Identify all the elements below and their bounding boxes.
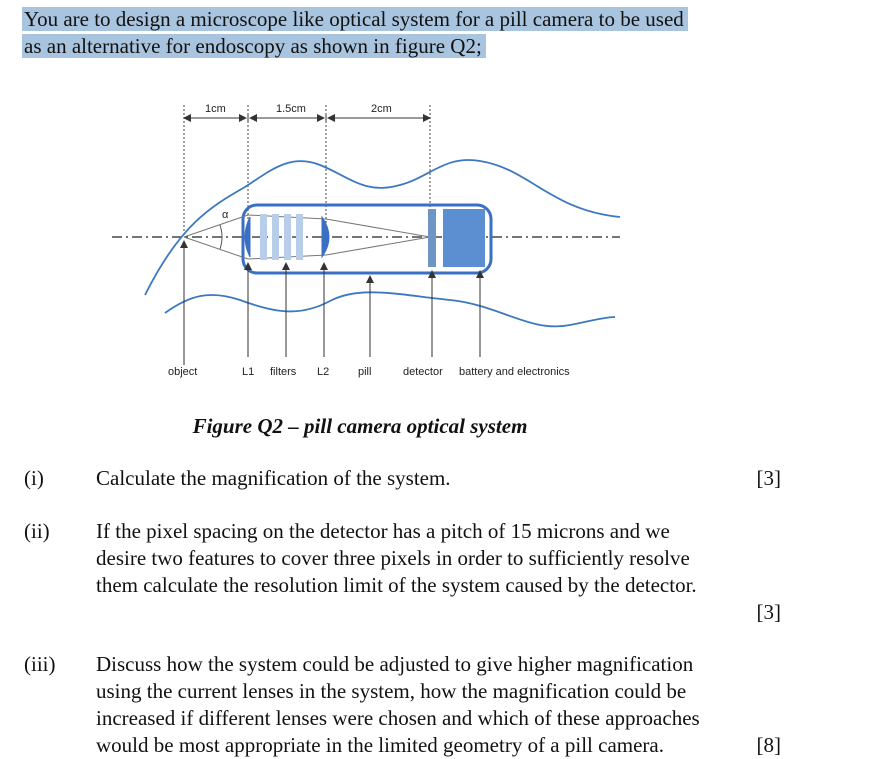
label-detector: detector <box>403 366 443 378</box>
filters <box>260 214 303 260</box>
question-line: using the current lenses in the system, … <box>96 679 687 703</box>
label-object: object <box>168 366 197 378</box>
figure-caption: Figure Q2 – pill camera optical system <box>192 414 528 438</box>
battery-electronics <box>443 209 485 267</box>
label-pill: pill <box>358 366 371 378</box>
question-marks: [8] <box>756 733 782 757</box>
component-pointers <box>180 240 484 365</box>
alpha-arc <box>219 224 223 250</box>
label-l1: L1 <box>242 366 254 378</box>
question-line: would be most appropriate in the limited… <box>96 733 664 757</box>
question-line: them calculate the resolution limit of t… <box>96 573 697 597</box>
intro-line-1: You are to design a microscope like opti… <box>22 7 688 31</box>
tissue-upper <box>144 159 621 296</box>
question-text: Calculate the magnification of the syste… <box>96 466 451 490</box>
question-line: desire two features to cover three pixel… <box>96 546 690 570</box>
question-number: (iii) <box>24 652 56 676</box>
lens-l2 <box>321 215 330 259</box>
dim-label-2cm: 2cm <box>371 103 392 115</box>
label-battery: battery and electronics <box>459 366 570 378</box>
label-l2: L2 <box>317 366 329 378</box>
intro-paragraph: You are to design a microscope like opti… <box>22 6 802 60</box>
lens-l1 <box>244 216 251 258</box>
intro-line-2: as an alternative for endoscopy as shown… <box>22 34 486 58</box>
question-line: Discuss how the system could be adjusted… <box>96 652 694 676</box>
question-marks: [3] <box>756 466 782 490</box>
reference-lines <box>183 105 431 235</box>
label-filters: filters <box>270 366 297 378</box>
question-marks: [3] <box>756 600 782 624</box>
question-line: increased if different lenses were chose… <box>96 706 700 730</box>
question-number: (ii) <box>24 519 50 543</box>
dim-label-1cm: 1cm <box>205 103 226 115</box>
tissue-lower <box>164 291 616 328</box>
pill-camera-figure: 1cm 1.5cm 2cm <box>100 95 640 395</box>
detector <box>428 209 436 267</box>
dim-label-1-5cm: 1.5cm <box>276 103 306 115</box>
question-number: (i) <box>24 466 44 490</box>
question-line: If the pixel spacing on the detector has… <box>96 519 670 543</box>
pill-housing <box>241 203 493 275</box>
alpha-symbol: α <box>222 209 229 221</box>
optical-diagram: 1cm 1.5cm 2cm <box>112 103 621 378</box>
